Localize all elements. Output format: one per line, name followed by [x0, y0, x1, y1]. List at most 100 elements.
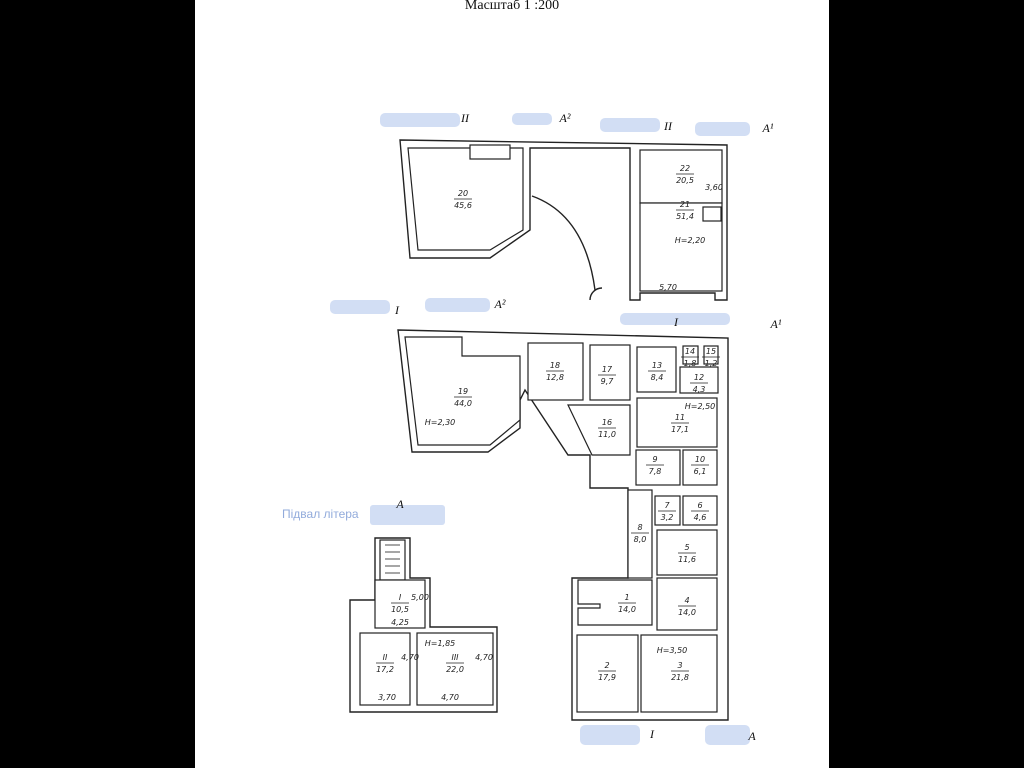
room-15-area: 1,2 [705, 359, 718, 368]
room-2-number: 2 [604, 661, 609, 670]
section-mark: II [663, 119, 673, 133]
room-22 [639, 149, 723, 204]
room-5 [656, 529, 718, 576]
room-III-number: III [451, 653, 459, 662]
section-mark: I [394, 303, 400, 317]
room-18-number: 18 [550, 361, 560, 370]
room-16-number: 16 [602, 418, 612, 427]
stairs [379, 539, 406, 581]
dimension-label: 4,70 [475, 653, 493, 662]
room-11-area: 17,1 [671, 425, 689, 434]
room-12 [679, 366, 719, 394]
room-17 [589, 344, 631, 401]
room-22-number: 22 [680, 164, 690, 173]
room-5-number: 5 [684, 543, 689, 552]
room-labels: 2045,62220,52151,41944,01812,8179,7138,4… [376, 164, 723, 702]
room-6-area: 4,6 [694, 513, 707, 522]
height-label: H=2,20 [675, 236, 706, 245]
room-15 [703, 345, 719, 365]
room-1-number: 1 [624, 593, 629, 602]
basement-plan [349, 537, 498, 713]
section-mark: А [395, 497, 404, 511]
dimension-label: 5,70 [659, 283, 677, 292]
section-mark: I [673, 315, 679, 329]
room-19-number: 19 [458, 387, 468, 396]
room-14 [682, 345, 699, 365]
room-10-area: 6,1 [694, 467, 707, 476]
room-13 [636, 346, 677, 393]
section-mark: А¹ [762, 121, 774, 135]
room-1 [577, 579, 653, 626]
room-1-area: 14,0 [618, 605, 636, 614]
room-13-number: 13 [652, 361, 662, 370]
dimension-label: 3,70 [378, 693, 396, 702]
dimension-label: 5,00 [411, 593, 429, 602]
room-16-area: 11,0 [598, 430, 616, 439]
height-label: H=1,85 [425, 639, 456, 648]
room-6 [682, 495, 718, 526]
room-I-extra: 4,25 [391, 618, 409, 627]
room-4 [656, 577, 718, 631]
room-8 [627, 489, 653, 579]
room-III [416, 632, 494, 706]
room-9-area: 7,8 [649, 467, 662, 476]
room-4-area: 14,0 [678, 608, 696, 617]
room-20-number: 20 [458, 189, 468, 198]
room-8-number: 8 [637, 523, 642, 532]
room-I [374, 579, 426, 629]
room-21-area: 51,4 [676, 212, 694, 221]
room-11 [636, 397, 718, 448]
room-17-number: 17 [602, 365, 613, 374]
room-12-number: 12 [694, 373, 704, 382]
section-mark: II [460, 111, 470, 125]
room-19-area: 44,0 [454, 399, 472, 408]
dimension-label: 4,70 [441, 693, 459, 702]
dimension-label: 3,60 [705, 183, 723, 192]
room-14-area: 1,8 [684, 359, 697, 368]
room-7-area: 3,2 [661, 513, 674, 522]
room-18 [527, 342, 584, 401]
room-13-area: 8,4 [651, 373, 664, 382]
room-19 [404, 336, 521, 446]
room-II-number: II [383, 653, 388, 662]
dimension-label: 4,70 [401, 653, 419, 662]
room-16 [567, 404, 631, 456]
room-5-area: 11,6 [678, 555, 696, 564]
room-21-number: 21 [680, 200, 690, 209]
room-3 [640, 634, 718, 713]
blue-stamps: Підвал літера [282, 113, 750, 745]
section-mark: А¹ [770, 317, 782, 331]
room-7 [654, 495, 681, 526]
room-3-area: 21,8 [671, 673, 689, 682]
room-10 [682, 449, 718, 486]
section-markers: II А² II А¹ I А² I А¹ А I А [394, 111, 782, 743]
room-12-area: 4,3 [693, 385, 706, 394]
room-9-number: 9 [652, 455, 657, 464]
room-II [359, 632, 411, 706]
height-label: H=2,30 [425, 418, 456, 427]
height-label: H=3,50 [657, 646, 688, 655]
ground-floor-plan [397, 329, 729, 721]
room-15-number: 15 [706, 347, 716, 356]
room-11-number: 11 [675, 413, 685, 422]
basement-stamp: Підвал літера [282, 507, 359, 521]
room-I-area: 10,5 [391, 605, 409, 614]
room-I-number: I [399, 593, 402, 602]
room-20-area: 45,6 [454, 201, 472, 210]
room-2-area: 17,9 [598, 673, 616, 682]
room-9 [635, 449, 681, 486]
room-II-area: 17,2 [376, 665, 394, 674]
room-7-number: 7 [664, 501, 670, 510]
section-mark: А² [559, 111, 571, 125]
height-label: H=2,50 [685, 402, 716, 411]
section-mark: А² [494, 297, 506, 311]
room-22-area: 20,5 [676, 176, 694, 185]
room-6-number: 6 [697, 501, 702, 510]
room-3-number: 3 [677, 661, 682, 670]
room-18-area: 12,8 [546, 373, 564, 382]
section-mark: I [649, 727, 655, 741]
room-2 [576, 634, 639, 713]
room-10-number: 10 [695, 455, 705, 464]
room-III-area: 22,0 [446, 665, 464, 674]
